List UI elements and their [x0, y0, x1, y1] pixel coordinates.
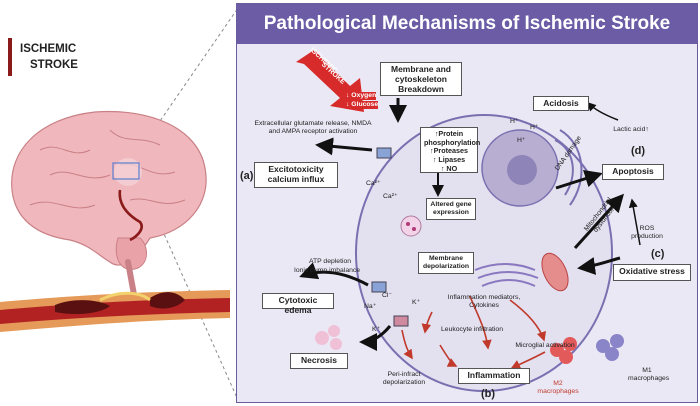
ion-h-1: H⁺ — [510, 118, 519, 125]
ion-k-1: K⁺ — [412, 299, 421, 306]
marker-d: (d) — [631, 145, 646, 157]
necrotic-cells-icon — [315, 325, 342, 350]
diagram-title: Pathological Mechanisms of Ischemic Stro… — [237, 4, 697, 44]
marker-c: (c) — [651, 248, 665, 260]
periinfarct-label: Peri-infract depolarization — [382, 371, 426, 387]
oxygen-label: ↓ Oxygen — [346, 92, 377, 101]
ion-cl: Cl⁻ — [382, 292, 393, 299]
ion-ca-2: Ca²⁺ — [383, 193, 398, 200]
left-title-line1: ISCHEMIC — [20, 43, 77, 55]
protein-line3: ↑Proteases — [430, 146, 468, 156]
pump-icon — [371, 281, 387, 293]
inflammation-box: Inflammation — [458, 368, 530, 384]
m2-label: M2 macrophages — [537, 380, 579, 396]
protein-line2: phosphorylation — [424, 137, 481, 147]
ion-h-3: H⁺ — [517, 137, 526, 144]
brain-icon — [11, 110, 207, 303]
protein-line4: ↑ Lipases — [432, 154, 466, 164]
gene-expression-box: Altered gene expression — [426, 198, 476, 220]
receptor-icon — [376, 147, 392, 159]
oxidative-stress-box: Oxidative stress — [613, 264, 691, 281]
atp-depletion-label: ATP depletion — [308, 258, 352, 265]
ionic-pump-label: Ionic pump imbalance — [293, 267, 361, 274]
apoptosis-box: Apoptosis — [602, 164, 664, 180]
ion-h-2: H⁺ — [530, 124, 539, 131]
marker-b: (b) — [481, 388, 496, 400]
excitotoxicity-box: Excitotoxicity calcium influx — [254, 162, 338, 188]
ion-ca-1: Ca²⁺ — [366, 180, 381, 187]
protein-line5: ↑ NO — [440, 163, 458, 173]
channel-icon — [393, 315, 409, 327]
m1-label: M1 macrophages — [628, 367, 670, 383]
microglial-label: Microglial activation — [515, 342, 575, 349]
cytotoxic-edema-box: Cytotoxic edema — [262, 293, 334, 315]
protein-line1: ↑Protein — [434, 129, 464, 138]
leukocyte-label: Leukocyte infiltration — [441, 326, 503, 333]
ros-label: ROS production — [631, 225, 663, 241]
ion-na: Na⁺ — [364, 303, 377, 310]
glutamate-label: Extracellular glutamate release, NMDA an… — [254, 120, 372, 136]
glucose-label: ↓ Glucose — [346, 101, 379, 110]
macrophage-cluster-icon — [550, 334, 624, 364]
necrosis-box: Necrosis — [290, 353, 348, 369]
nucleus-icon — [481, 129, 583, 207]
mitochondrion-icon — [541, 252, 569, 292]
marker-a: (a) — [240, 170, 254, 182]
inflammation-mediators-label: Inflammation mediators, Cytokines — [447, 294, 521, 310]
artery-icon — [0, 290, 230, 332]
left-title-line2: STROKE — [30, 59, 78, 71]
membrane-breakdown-box: Membrane and cytoskeleton Breakdown — [380, 62, 462, 96]
lactic-acid-label: Lactic acid↑ — [613, 126, 649, 133]
title-accent-bar — [8, 38, 12, 76]
acidosis-box: Acidosis — [533, 96, 589, 111]
ion-k-2: K⁺ — [372, 326, 381, 333]
depolarization-box: Membrane depolarization — [418, 252, 474, 274]
protein-phosphorylation-box: ↑Protein phosphorylation ↑Proteases ↑ Li… — [420, 127, 481, 173]
